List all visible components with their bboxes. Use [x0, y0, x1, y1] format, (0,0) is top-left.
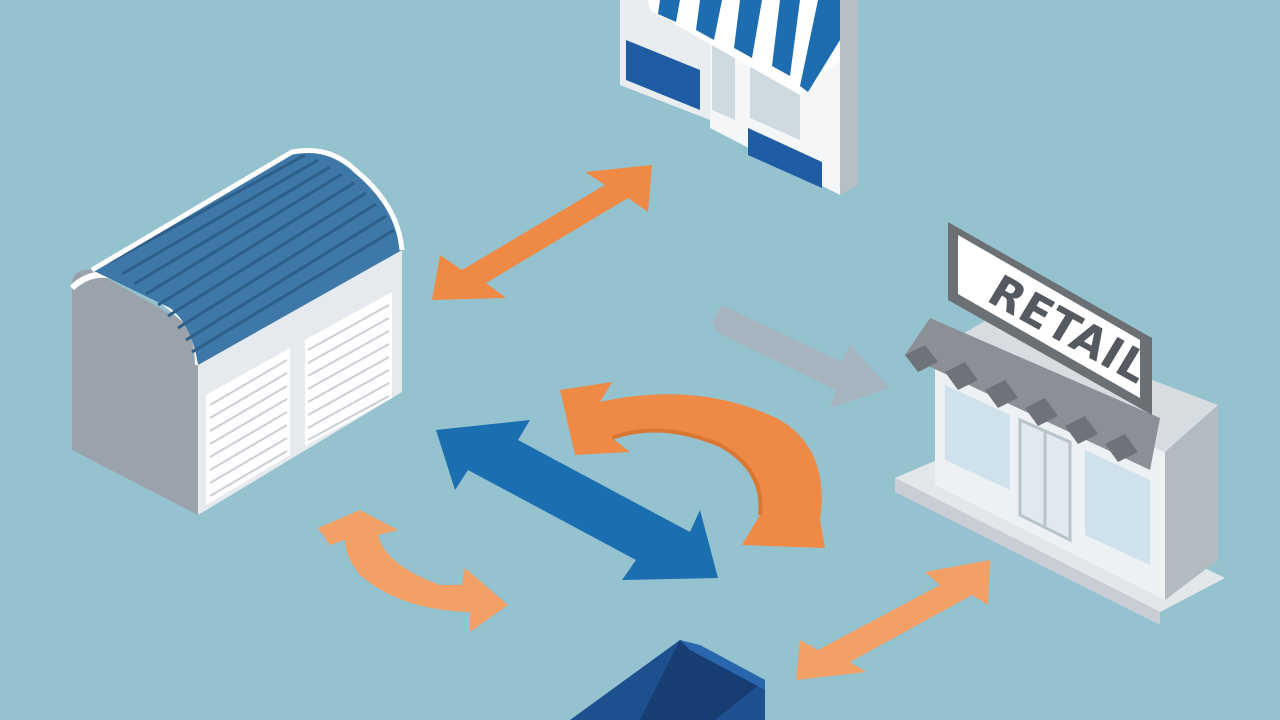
top-storefront-icon	[620, 0, 858, 195]
warehouse-door-left	[206, 348, 290, 505]
curved-arrow-bottom-left	[318, 510, 508, 632]
retail-awning	[905, 318, 1160, 470]
arrow-to-retail-gray	[712, 305, 890, 408]
curved-arrow-center	[560, 382, 825, 548]
double-arrow-blue	[436, 420, 718, 580]
warehouse-icon	[69, 147, 405, 515]
warehouse-door-right	[305, 292, 392, 446]
double-arrow-box-retail	[796, 560, 990, 680]
shipping-box-icon	[570, 640, 765, 720]
top-awning	[648, 0, 840, 95]
retail-store-icon: RETAIL	[895, 222, 1225, 625]
double-arrow-warehouse-topstore	[432, 165, 652, 300]
